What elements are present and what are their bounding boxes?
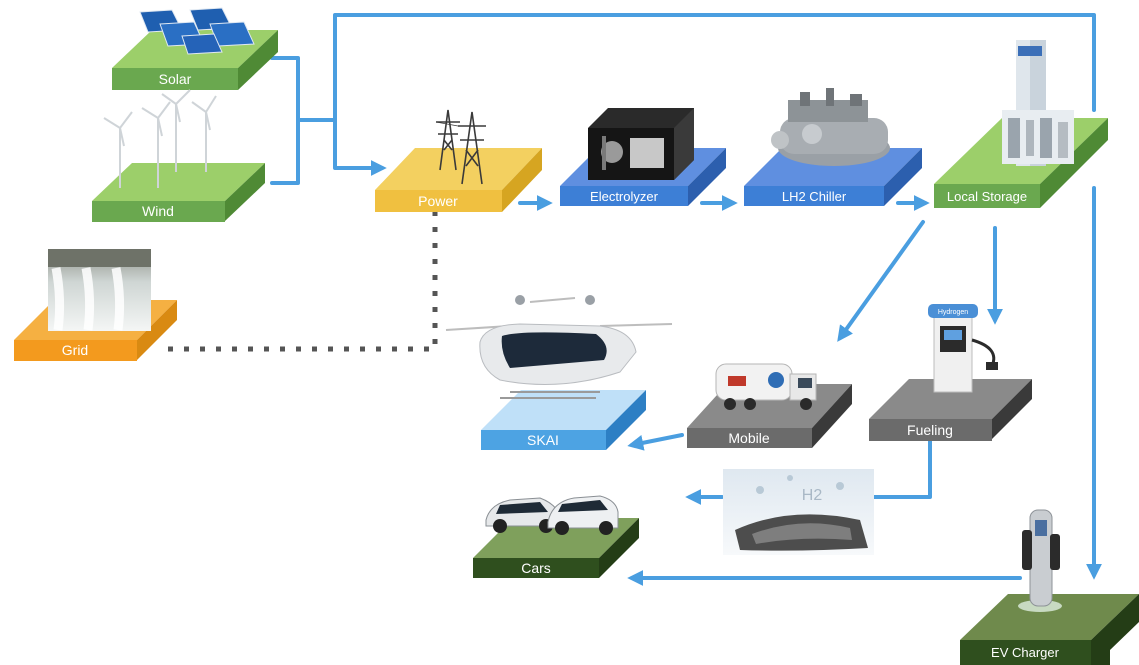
power-label: Power — [418, 193, 458, 209]
power-node: Power — [375, 109, 542, 212]
tanker-truck-icon — [715, 363, 817, 410]
power-pylon-icon — [435, 109, 486, 185]
ev-charger-label: EV Charger — [991, 645, 1060, 660]
hydrogen-sign-text: Hydrogen — [938, 309, 968, 316]
ev-charger-icon — [1018, 509, 1062, 612]
mobile-to-skai-arrow — [627, 433, 684, 451]
skai-node: SKAI — [445, 295, 673, 450]
cars-label-box — [473, 558, 599, 578]
wind-node: Wind — [92, 89, 265, 222]
electrolyzer-label: Electrolyzer — [590, 189, 659, 204]
lh2-chiller-label: LH2 Chiller — [782, 189, 847, 204]
lh2-chiller-node: LH2 Chiller — [744, 88, 922, 206]
fuel-nozzle-icon: H2 — [723, 469, 874, 555]
flow-arrows — [270, 13, 1102, 586]
ev-charger-label-box — [960, 640, 1091, 665]
grid-node: Grid — [14, 249, 177, 361]
nozzle-h2-badge: H2 — [802, 487, 823, 504]
chiller-icon — [771, 88, 890, 166]
wind-turbine-icon — [103, 89, 217, 188]
local-storage-node: Local Storage — [934, 40, 1108, 208]
hydro-dam-icon — [48, 249, 151, 331]
solar-panel-icon — [139, 7, 255, 55]
air-taxi-icon — [445, 295, 673, 399]
electrolyzer-icon — [588, 108, 694, 180]
power-label-box — [375, 190, 502, 212]
cars-icon — [485, 495, 619, 535]
wind-label: Wind — [142, 203, 174, 219]
grid-label: Grid — [62, 342, 88, 358]
local-storage-label-box — [934, 184, 1040, 208]
fueling-to-nozzle-line — [871, 438, 932, 499]
cars-node: Cars — [473, 495, 639, 578]
hydrogen-pump-icon: Hydrogen — [928, 304, 998, 393]
skai-label: SKAI — [527, 432, 559, 448]
solar-label-box — [112, 68, 238, 90]
grid-to-power-dotted-link — [168, 212, 438, 352]
fueling-label: Fueling — [907, 422, 953, 438]
storage-to-mobile-arrow — [837, 220, 925, 342]
mobile-node: Mobile — [687, 363, 852, 448]
solar-label: Solar — [159, 71, 192, 87]
top-bypass-line — [333, 13, 1096, 122]
storage-tank-icon — [1002, 40, 1074, 166]
fueling-label-box — [869, 419, 992, 441]
mobile-label: Mobile — [728, 430, 769, 446]
cars-label: Cars — [521, 560, 551, 576]
solar-node: Solar — [112, 7, 278, 90]
electrolyzer-label-box — [560, 186, 688, 206]
local-storage-label: Local Storage — [947, 189, 1027, 204]
electrolyzer-node: Electrolyzer — [560, 108, 726, 206]
lh2-chiller-label-box — [744, 186, 884, 206]
solar-wind-bracket — [270, 56, 300, 185]
renewables-to-power-arrow — [296, 118, 387, 176]
wind-label-box — [92, 201, 225, 222]
skai-label-box — [481, 430, 606, 450]
ev-charger-node: EV Charger — [960, 509, 1139, 665]
mobile-label-box — [687, 428, 812, 448]
fueling-node: Fueling Hydrogen — [869, 304, 1032, 441]
grid-label-box — [14, 340, 137, 361]
